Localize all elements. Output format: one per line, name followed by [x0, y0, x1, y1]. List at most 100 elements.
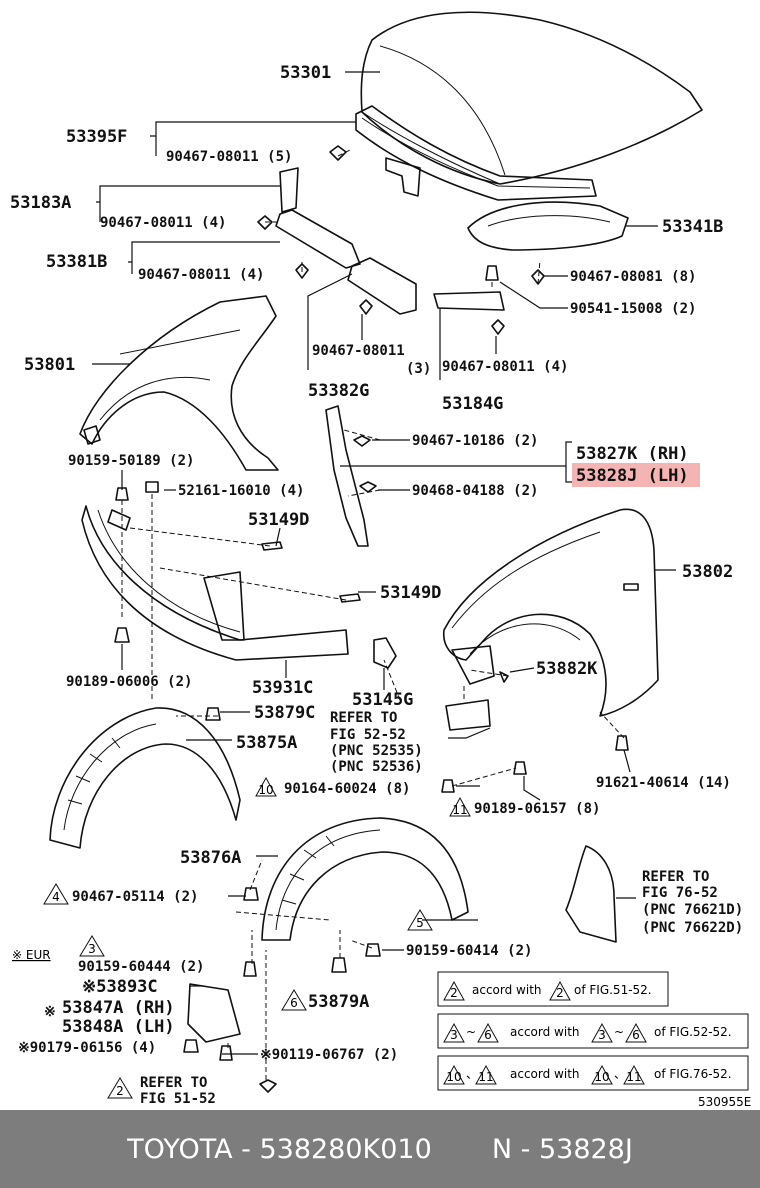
fender-liner-53875a[interactable]: [49, 707, 241, 849]
bracket-53184g[interactable]: [433, 291, 505, 311]
hood-insulator[interactable]: [467, 201, 629, 251]
svg-text:6: 6: [484, 1028, 492, 1042]
fender-53802[interactable]: [442, 508, 659, 717]
svg-text:11: 11: [478, 1070, 493, 1084]
label-qty-3: (3): [406, 361, 431, 377]
svg-text:of FIG.52-52.: of FIG.52-52.: [654, 1025, 732, 1039]
svg-text:10: 10: [446, 1070, 461, 1084]
svg-text:~: ~: [466, 1025, 476, 1039]
svg-text:accord with: accord with: [510, 1067, 580, 1081]
label-53882k: 53882K: [536, 659, 598, 679]
triangle-markers: 10 11 4 5 3 6 2: [43, 776, 471, 1099]
label-53879a: 53879A: [308, 992, 369, 1012]
svg-text:10: 10: [594, 1070, 609, 1084]
bumper-reinforcement-53931c[interactable]: [81, 505, 349, 661]
svg-text:、: 、: [466, 1067, 478, 1081]
note-box-fig76-52: 10 、 11 accord with 10 、 11 of FIG.76-52…: [437, 1055, 749, 1091]
svg-text:10: 10: [258, 783, 273, 797]
svg-text:accord with: accord with: [510, 1025, 580, 1039]
label-refer-fig5252-a: REFER TO: [330, 710, 397, 726]
label-53183a: 53183A: [10, 193, 71, 213]
fender-liner-53876a[interactable]: [261, 817, 469, 941]
label-90467-05114-2: 90467-05114 (2): [72, 889, 198, 905]
svg-text:5: 5: [416, 916, 424, 930]
svg-text:11: 11: [626, 1070, 641, 1084]
label-90164-60024-8: 90164-60024 (8): [284, 781, 410, 797]
label-90467-08011-c: 90467-08011: [312, 343, 405, 359]
hood-seal-rail[interactable]: [355, 105, 597, 201]
label-90189-06157-8: 90189-06157 (8): [474, 801, 600, 817]
seal-53149d[interactable]: [261, 541, 361, 603]
label-90159-50189-2: 90159-50189 (2): [68, 453, 194, 469]
label-52161-16010-4: 52161-16010 (4): [178, 483, 304, 499]
seal-53382g[interactable]: [347, 257, 417, 315]
svg-text:2: 2: [556, 986, 564, 1000]
fender-garnish-53828j[interactable]: [325, 405, 369, 547]
label-53827k: 53827K (RH): [576, 444, 689, 464]
label-53828j[interactable]: 53828J (LH): [576, 466, 689, 486]
label-refer-fig5252-c: (PNC 52535): [330, 743, 423, 759]
label-90159-60414-2: 90159-60414 (2): [406, 943, 532, 959]
svg-text:2: 2: [116, 1084, 124, 1098]
hood-panel[interactable]: [360, 11, 703, 185]
triangle-marker-4: 4: [43, 883, 69, 905]
label-90189-06006-2: 90189-06006 (2): [66, 674, 192, 690]
svg-text:6: 6: [632, 1028, 640, 1042]
part-labels: 53301 53395F 90467-08011 (5) 53183A 9046…: [10, 63, 751, 1109]
label-53802: 53802: [682, 562, 733, 582]
label-90467-08081-8: 90467-08081 (8): [570, 269, 696, 285]
part-number-footer: TOYOTA - 538280K010 N - 53828J: [0, 1110, 760, 1188]
label-90179-06156-4: ※90179-06156 (4): [18, 1040, 156, 1056]
label-90467-10186-2: 90467-10186 (2): [412, 433, 538, 449]
triangle-marker-11: 11: [449, 796, 471, 817]
bracket-53145g[interactable]: [373, 637, 397, 669]
label-drawing-number: 530955E: [698, 1095, 751, 1109]
label-53149d-b: 53149D: [380, 583, 441, 603]
label-refer-fig5152-a: REFER TO: [140, 1075, 207, 1091]
mudguard-76621d[interactable]: [565, 845, 617, 943]
svg-text:6: 6: [290, 996, 298, 1010]
label-90467-08011-4c: 90467-08011 (4): [442, 359, 568, 375]
triangle-marker-2: 2: [107, 1077, 133, 1099]
label-53931c: 53931C: [252, 678, 313, 698]
seal-53381b[interactable]: [275, 209, 361, 269]
label-90159-60444-2: 90159-60444 (2): [78, 959, 204, 975]
label-53801: 53801: [24, 355, 75, 375]
svg-text:3: 3: [88, 942, 96, 956]
clip-fastener: [114, 145, 629, 1093]
label-53879c: 53879C: [254, 703, 315, 723]
label-refer-fig5152-b: FIG 51-52: [140, 1091, 216, 1107]
label-eur: ※ EUR: [12, 948, 51, 962]
seal-53183a[interactable]: [279, 167, 299, 213]
label-53382g: 53382G: [308, 381, 369, 401]
label-53395f: 53395F: [66, 127, 127, 147]
label-refer-fig7652-b: FIG 76-52: [642, 885, 718, 901]
bracket-lower-fender[interactable]: [445, 645, 495, 731]
label-90119-06767-2: ※90119-06767 (2): [260, 1047, 398, 1063]
svg-text:~: ~: [614, 1025, 624, 1039]
label-90467-08011-5: 90467-08011 (5): [166, 149, 292, 165]
cover-53847a[interactable]: [187, 983, 241, 1043]
footer-part-number: TOYOTA - 538280K010 N - 53828J: [127, 1133, 633, 1165]
triangle-marker-3: 3: [79, 935, 105, 957]
label-90467-08011-4b: 90467-08011 (4): [138, 267, 264, 283]
triangle-marker-5: 5: [407, 909, 433, 931]
label-53184g: 53184G: [442, 394, 503, 414]
note-box-fig51-52: 2 accord with 2 of FIG.51-52.: [437, 971, 669, 1007]
exploded-parts-diagram: 53301 53395F 90467-08011 (5) 53183A 9046…: [10, 11, 751, 1109]
svg-text:3: 3: [598, 1028, 606, 1042]
svg-text:4: 4: [52, 890, 60, 904]
label-53847a: 53847A (RH): [62, 998, 175, 1018]
label-91621-40614-14: 91621-40614 (14): [596, 775, 731, 791]
label-53301: 53301: [280, 63, 331, 83]
svg-text:11: 11: [452, 803, 467, 817]
highlight-box: [572, 463, 700, 487]
label-53893c: ※53893C: [82, 977, 158, 997]
svg-text:of FIG.76-52.: of FIG.76-52.: [654, 1067, 732, 1081]
label-53875a: 53875A: [236, 733, 297, 753]
svg-text:of FIG.51-52.: of FIG.51-52.: [574, 983, 652, 997]
label-90467-08011-4a: 90467-08011 (4): [100, 215, 226, 231]
svg-text:2: 2: [450, 986, 458, 1000]
fender-53801[interactable]: [79, 295, 279, 471]
